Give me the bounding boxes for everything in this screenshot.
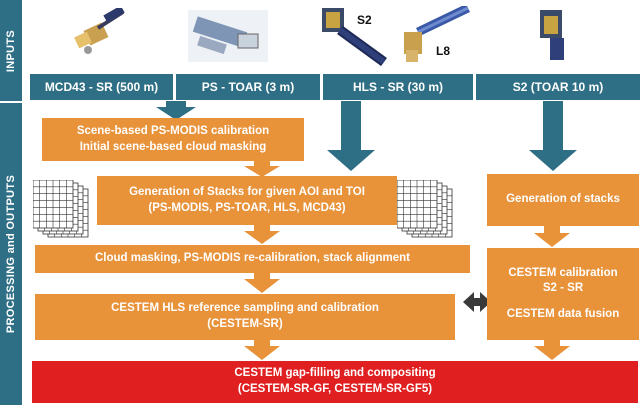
s2-calibration-box: CESTEM calibration S2 - SR CESTEM data f… [487, 248, 639, 340]
calibration-line1: Scene-based PS-MODIS calibration [76, 124, 270, 137]
stacks-line1: Generation of Stacks for given AOI and T… [129, 185, 365, 198]
cloud-masking-box: Cloud masking, PS-MODIS re-calibration, … [35, 245, 470, 273]
cloud-masking-text: Cloud masking, PS-MODIS re-calibration, … [94, 252, 411, 265]
s2-stacks-text: Generation of stacks [506, 193, 620, 206]
planetscope-satellite-icon [188, 10, 268, 62]
hls-line2: (CESTEM-SR) [207, 318, 283, 330]
calibration-box: Scene-based PS-MODIS calibration Initial… [42, 118, 304, 161]
arrow-orange-1 [244, 161, 280, 177]
arrow-blue-mcd43 [156, 101, 196, 120]
s2-calibration-line2: S2 - SR [542, 282, 584, 295]
double-arrow-icon [463, 292, 491, 312]
l8-label: L8 [436, 44, 451, 58]
sentinel2-satellite-icon [318, 6, 390, 66]
s2-toar-satellite-icon [536, 10, 572, 62]
modis-satellite-icon [68, 8, 128, 63]
stack-grid-icon-left [33, 180, 95, 242]
arrow-blue-s2 [529, 101, 577, 171]
header-ps-toar: PS - TOAR (3 m) [176, 74, 320, 100]
stack-grid-icon-right [397, 180, 459, 242]
arrow-orange-6 [534, 340, 570, 360]
s2-calibration-line1: CESTEM calibration [508, 266, 618, 279]
inputs-sidebar: INPUTS [0, 0, 22, 101]
gapfill-box: CESTEM gap-filling and compositing (CEST… [32, 361, 638, 403]
arrow-orange-3 [244, 273, 280, 293]
arrow-orange-5 [534, 226, 570, 247]
s2-stacks-box: Generation of stacks [487, 174, 639, 226]
gapfill-line1: CESTEM gap-filling and compositing [234, 367, 436, 380]
gapfill-line2: (CESTEM-SR-GF, CESTEM-SR-GF5) [237, 383, 433, 395]
header-hls: HLS - SR (30 m) [323, 74, 473, 100]
calibration-line2: Initial scene-based cloud masking [79, 140, 267, 153]
s2-label: S2 [357, 13, 372, 27]
arrow-blue-hls [327, 101, 375, 171]
header-s2: S2 (TOAR 10 m) [476, 74, 640, 100]
processing-sidebar: PROCESSING and OUTPUTS [0, 103, 22, 405]
stacks-line2: (PS-MODIS, PS-TOAR, HLS, MCD43) [148, 201, 346, 214]
s2-fusion-text: CESTEM data fusion [506, 307, 620, 320]
arrow-orange-4 [244, 340, 280, 360]
landsat8-satellite-icon [398, 6, 470, 66]
hls-calibration-box: CESTEM HLS reference sampling and calibr… [35, 294, 455, 340]
hls-line1: CESTEM HLS reference sampling and calibr… [111, 302, 379, 315]
stacks-box: Generation of Stacks for given AOI and T… [97, 176, 397, 225]
arrow-orange-2 [244, 225, 280, 244]
header-mcd43: MCD43 - SR (500 m) [30, 74, 173, 100]
